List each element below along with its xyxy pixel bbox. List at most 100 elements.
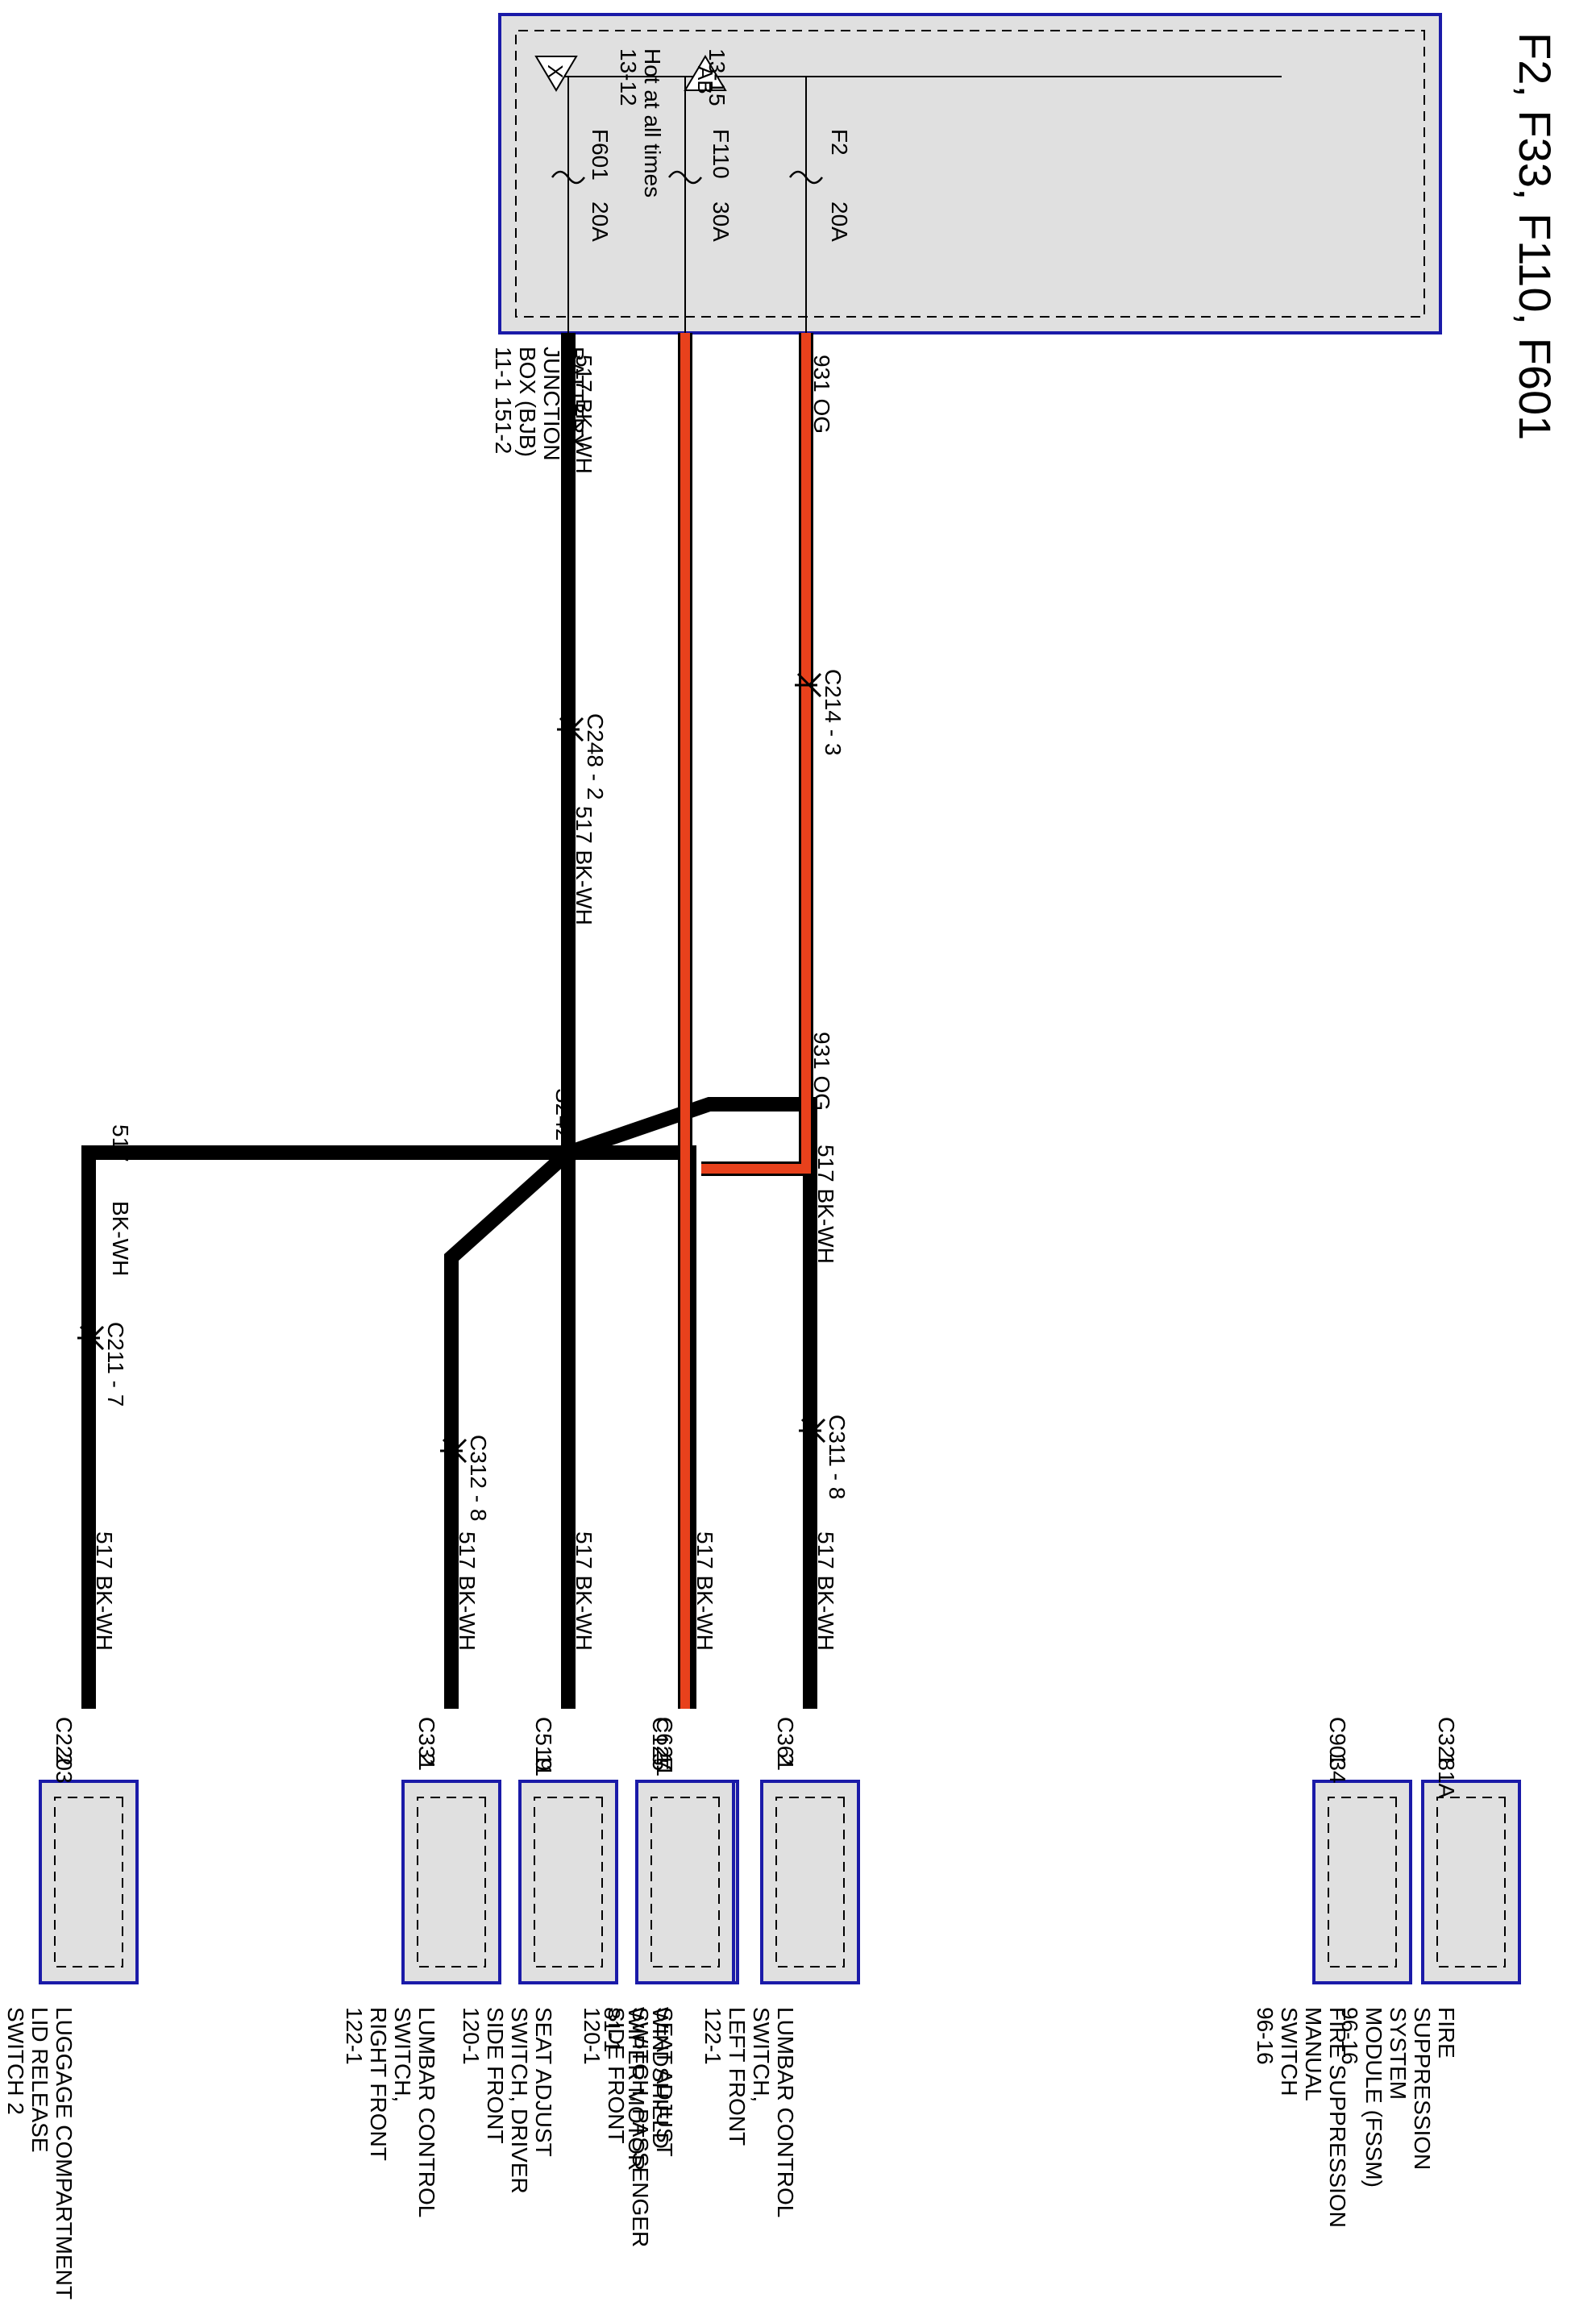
wire-931-label-1: 931 OG (809, 355, 834, 434)
wire-517-label-lf-1: 517 BK-WH (813, 1145, 838, 1264)
wire-517-label-pass: 517 BK-WH (692, 1531, 717, 1651)
component-label-0: 113-2 (0, 2007, 4, 2063)
component-box-5 (635, 1780, 735, 1984)
component-connector-2: C519 (531, 1717, 556, 1771)
wire-517-label-driver: 517 BK-WH (571, 1531, 596, 1651)
component-box-0 (39, 1780, 139, 1984)
component-connector-0: C2203 (52, 1717, 77, 1784)
component-pin-1: 2 (414, 1753, 439, 1766)
bjb-label: JUNCTION (539, 347, 564, 461)
wire-517-label-1: 517 BK-WH (571, 355, 596, 474)
component-connector-3: C627 (652, 1717, 677, 1771)
wire-517-label-lf-2: 517 BK-WH (813, 1531, 838, 1651)
component-label-6: MANUAL (1301, 2007, 1326, 2101)
component-connector-4: C361 (773, 1717, 798, 1771)
component-inner-7 (1436, 1797, 1506, 1968)
fuse-rating-2: 20A (827, 202, 852, 242)
fuse-rating-0: 20A (588, 202, 613, 242)
component-label-2: SIDE FRONT (483, 2007, 508, 2144)
component-label-5: WIPER MOTOR (624, 2007, 649, 2171)
component-label-2: SEAT ADJUST (531, 2007, 556, 2157)
component-label-7: SUPPRESSION (1410, 2007, 1435, 2170)
fuse-name-1: F110 (709, 129, 734, 179)
component-pin-5: 5 (648, 1753, 673, 1766)
component-pin-0: 2 (52, 1753, 77, 1766)
component-label-4: 122-1 (700, 2007, 725, 2065)
component-label-6: 96-16 (1253, 2007, 1278, 2065)
bjb-inner (515, 30, 1425, 318)
component-box-2 (518, 1780, 618, 1984)
wire-931-trunk (701, 333, 811, 1174)
component-label-7: FIRE (1434, 2007, 1459, 2059)
component-label-7: MODULE (FSSM) (1361, 2007, 1386, 2188)
bjb-label: BOX (BJB) (515, 347, 540, 457)
wire-517-luggage-outline (81, 1145, 568, 1709)
component-label-1: LUMBAR CONTROL (414, 2007, 439, 2217)
wire-517-lumbar-rf (447, 1149, 572, 1709)
f601-fuse (551, 170, 586, 185)
component-box-1 (401, 1780, 501, 1984)
wire-517-label-2: 517 BK-WH (571, 806, 596, 925)
wire-517-label-c211: 517 BK-WH (92, 1531, 117, 1651)
component-label-3: SWITCH, PASSENGER (628, 2007, 653, 2247)
wire-517-luggage (84, 1148, 568, 1709)
bjb-hot: 13-12 (616, 48, 641, 106)
component-pin-6: 1 (1325, 1753, 1350, 1766)
component-label-1: RIGHT FRONT (366, 2007, 391, 2161)
wire-517-label-c312: 517 BK-WH (455, 1531, 480, 1651)
component-inner-6 (1328, 1797, 1397, 1968)
component-pin-3: 11 (652, 1753, 677, 1776)
component-connector-5: C125 (648, 1717, 673, 1771)
component-label-1: SWITCH, (390, 2007, 415, 2102)
f110-fuse (667, 170, 703, 185)
conn-c211-label: C211 - 7 (103, 1322, 128, 1407)
component-pin-4: 2 (773, 1753, 798, 1766)
wire-517-lumbar-lf (567, 1099, 815, 1709)
wire-517-luggage-color: BK-WH (108, 1201, 133, 1276)
fuse-name-2: F2 (827, 129, 852, 156)
component-label-0: LID RELEASE (27, 2007, 52, 2153)
wire-517-luggage-num: 517 (108, 1124, 133, 1162)
component-inner-4 (775, 1797, 845, 1968)
component-label-6: FIRE SUPPRESSION (1325, 2007, 1350, 2228)
component-connector-6: C9034 (1325, 1717, 1350, 1784)
component-inner-0 (54, 1797, 123, 1968)
conn-c311-label: C311 - 8 (825, 1415, 850, 1499)
component-inner-1 (417, 1797, 486, 1968)
conn-c248-label: C248 - 2 (583, 713, 608, 800)
bjb-box (498, 13, 1442, 334)
bjb-conn-ab-label: AB (693, 66, 717, 94)
component-label-0: SWITCH 2 (3, 2007, 28, 2115)
component-inner-2 (534, 1797, 603, 1968)
component-inner-5 (650, 1797, 720, 1968)
component-pin-2: 11 (531, 1753, 556, 1776)
component-box-6 (1312, 1780, 1412, 1984)
bjb-conn-ab (684, 55, 727, 91)
wire-931-label-2: 931 OG (809, 1032, 834, 1111)
component-label-4: LEFT FRONT (725, 2007, 750, 2146)
component-label-7: 96-16 (1337, 2007, 1362, 2065)
fuse-name-0: F601 (588, 129, 613, 181)
component-label-4: LUMBAR CONTROL (773, 2007, 798, 2217)
fuse-rating-1: 30A (709, 202, 734, 242)
bjb-label: 11-1 151-2 (491, 347, 516, 454)
f2-fuse (788, 170, 824, 185)
component-label-1: 122-1 (342, 2007, 367, 2065)
bjb-conn-x (534, 56, 578, 92)
component-label-4: SWITCH, (749, 2007, 774, 2102)
component-connector-7: C3281A (1434, 1717, 1459, 1799)
component-label-6: SWITCH (1277, 2007, 1302, 2096)
component-label-3: SIDE FRONT (604, 2007, 629, 2144)
component-box-4 (760, 1780, 860, 1984)
component-label-7: SYSTEM (1386, 2007, 1411, 2100)
bjb-ref-left: 13-15 (704, 48, 729, 106)
splice-s242-label: S242 (551, 1088, 576, 1141)
component-label-2: SWITCH, DRIVER (507, 2007, 532, 2194)
component-label-2: 120-1 (459, 2007, 484, 2065)
bjb-hot: Hot at all times (640, 48, 665, 197)
component-label-3: SEAT ADJUST (652, 2007, 677, 2157)
component-connector-1: C331 (414, 1717, 439, 1771)
component-label-3: 120-1 (580, 2007, 605, 2065)
component-label-5: 81-1 (600, 2007, 625, 2052)
